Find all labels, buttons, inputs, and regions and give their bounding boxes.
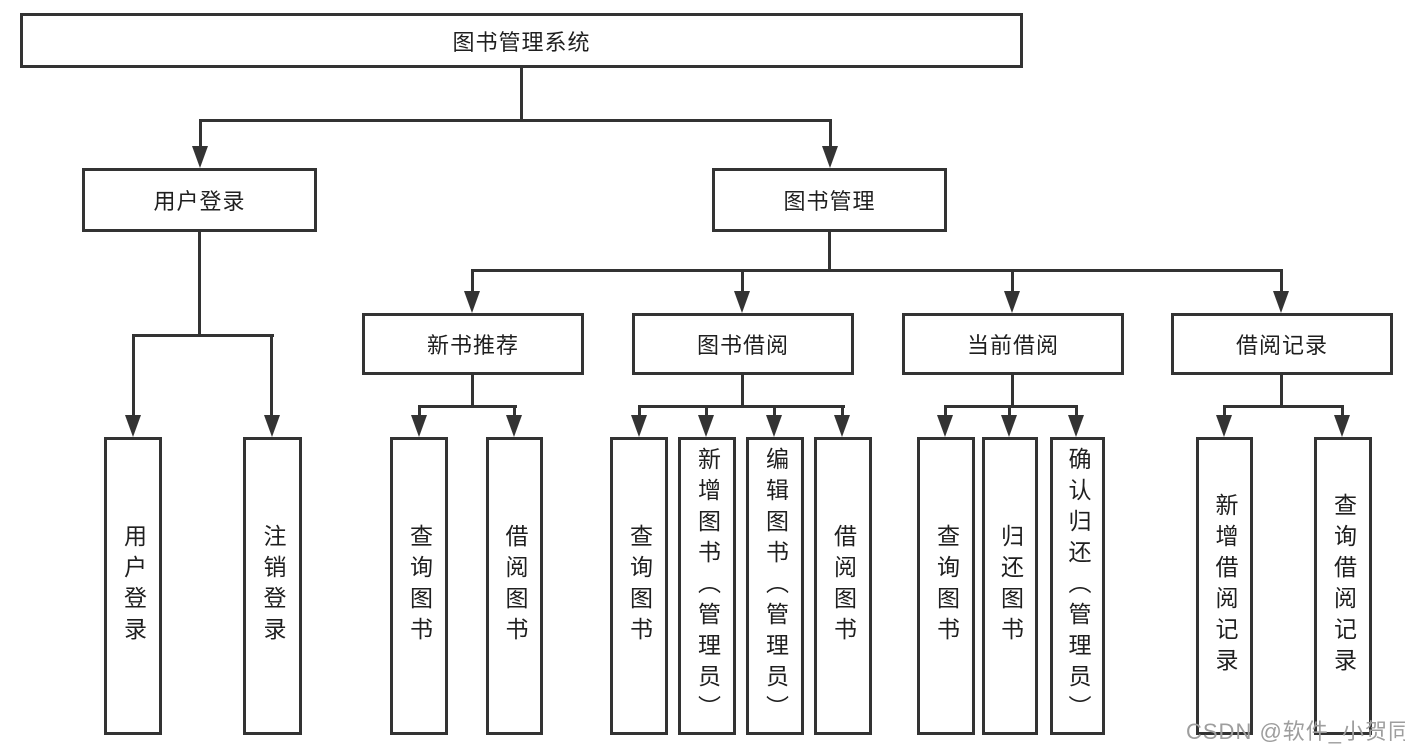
node-leaf-current-return-book: 归还图书 [982,437,1038,735]
node-leaf-borrow-add-book-admin-label: 新增图书（管理员） [694,446,721,726]
node-leaf-records-add-record: 新增借阅记录 [1196,437,1253,735]
node-leaf-records-add-record-label: 新增借阅记录 [1212,493,1238,679]
node-current-borrow-label: 当前借阅 [966,333,1059,358]
connector-line [270,334,273,417]
connector-line [1011,269,1014,293]
node-leaf-recommend-borrow-book-label: 借阅图书 [502,524,528,648]
connector-line [741,375,744,408]
arrowhead-down-icon [506,415,522,437]
connector-line [471,269,474,293]
node-book-management-label: 图书管理 [783,189,876,214]
connector-line [418,405,421,417]
arrowhead-down-icon [1334,415,1350,437]
arrowhead-down-icon [125,415,141,437]
node-leaf-current-confirm-return-admin-label: 确认归还（管理员） [1065,446,1091,726]
connector-line [471,269,1283,272]
node-leaf-borrow-add-book-admin: 新增图书（管理员） [678,437,736,735]
connector-line [1075,405,1078,417]
node-user-login: 用户登录 [82,168,317,232]
node-leaf-user-login-label: 用户登录 [120,524,147,648]
node-current-borrow: 当前借阅 [902,313,1124,375]
arrowhead-down-icon [411,415,427,437]
connector-line [705,405,708,417]
connector-line [132,334,135,417]
connector-line [1011,375,1014,408]
node-book-management: 图书管理 [712,168,947,232]
node-leaf-logout-label: 注销登录 [260,524,286,648]
node-leaf-current-query-book-label: 查询图书 [933,524,960,648]
arrowhead-down-icon [822,146,838,168]
node-leaf-recommend-borrow-book: 借阅图书 [486,437,543,735]
arrowhead-down-icon [1216,415,1232,437]
arrowhead-down-icon [1001,415,1017,437]
node-leaf-records-query-record-label: 查询借阅记录 [1330,493,1357,679]
arrowhead-down-icon [464,291,480,313]
node-book-borrow: 图书借阅 [632,313,854,375]
arrowhead-down-icon [1068,415,1084,437]
arrowhead-down-icon [698,415,714,437]
connector-line [841,405,844,417]
arrowhead-down-icon [264,415,280,437]
node-leaf-records-query-record: 查询借阅记录 [1314,437,1372,735]
node-leaf-borrow-edit-book-admin-label: 编辑图书（管理员） [762,446,789,726]
node-leaf-current-confirm-return-admin: 确认归还（管理员） [1050,437,1105,735]
node-root-label: 图书管理系统 [452,29,591,55]
node-leaf-user-login: 用户登录 [104,437,162,735]
node-new-book-recommend: 新书推荐 [362,313,584,375]
connector-line [1008,405,1011,417]
connector-line [199,119,831,122]
arrowhead-down-icon [1273,291,1289,313]
arrowhead-down-icon [766,415,782,437]
connector-line [132,334,274,337]
node-leaf-current-query-book: 查询图书 [917,437,975,735]
node-leaf-borrow-query-book: 查询图书 [610,437,668,735]
node-borrow-records-label: 借阅记录 [1235,333,1328,358]
connector-line [418,405,517,408]
node-book-borrow-label: 图书借阅 [696,333,789,358]
arrowhead-down-icon [192,146,208,168]
arrowhead-down-icon [834,415,850,437]
node-leaf-borrow-borrow-book: 借阅图书 [814,437,872,735]
connector-line [199,119,202,147]
connector-line [1280,269,1283,293]
node-leaf-logout: 注销登录 [243,437,302,735]
watermark-text: CSDN @软件_小贺同学 [1186,719,1405,744]
connector-line [944,405,947,417]
connector-line [829,119,832,147]
arrowhead-down-icon [1004,291,1020,313]
node-leaf-recommend-query-book: 查询图书 [390,437,448,735]
node-leaf-borrow-borrow-book-label: 借阅图书 [830,524,857,648]
connector-line [638,405,845,408]
connector-line [198,232,201,337]
arrowhead-down-icon [734,291,750,313]
arrowhead-down-icon [937,415,953,437]
connector-line [471,375,474,408]
node-leaf-borrow-edit-book-admin: 编辑图书（管理员） [746,437,804,735]
connector-line [741,269,744,293]
connector-line [1223,405,1226,417]
node-borrow-records: 借阅记录 [1171,313,1393,375]
connector-line [520,68,523,121]
connector-line [1341,405,1344,417]
node-leaf-recommend-query-book-label: 查询图书 [406,524,433,648]
connector-line [773,405,776,417]
connector-line [944,405,1078,408]
node-new-book-recommend-label: 新书推荐 [426,333,519,358]
node-leaf-current-return-book-label: 归还图书 [997,524,1024,648]
connector-line [638,405,641,417]
connector-line [513,405,516,417]
node-user-login-label: 用户登录 [153,189,246,214]
connector-line [1280,375,1283,408]
connector-line [1223,405,1344,408]
node-root: 图书管理系统 [20,13,1023,68]
connector-line [828,232,831,272]
node-leaf-borrow-query-book-label: 查询图书 [626,524,653,648]
arrowhead-down-icon [631,415,647,437]
